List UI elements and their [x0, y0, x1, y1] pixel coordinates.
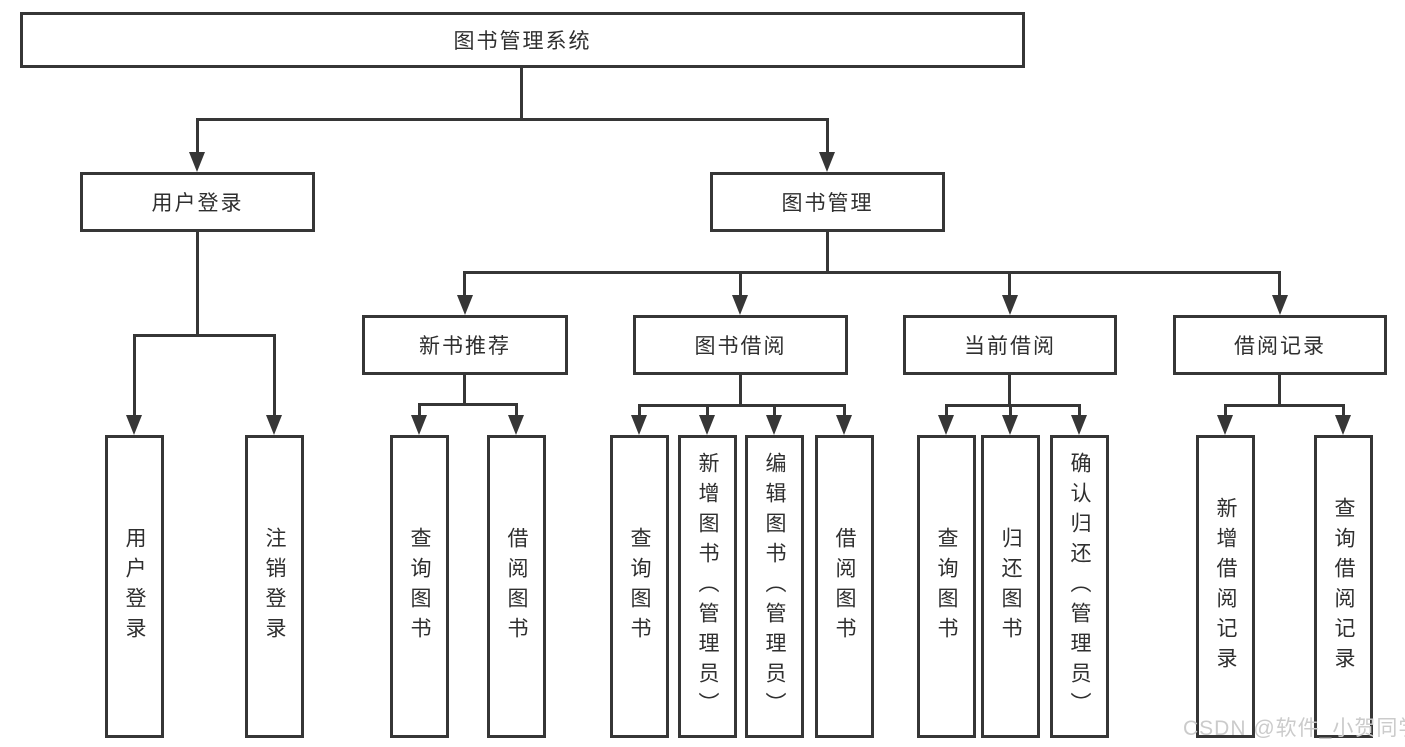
arrow-to-bb-edit: [766, 415, 782, 435]
arrow-to-cb-return: [1002, 415, 1018, 435]
connector-nbr-branch: [418, 403, 518, 406]
connector-to-book-borrow: [739, 271, 742, 297]
arrow-to-bb-borrow: [836, 415, 852, 435]
connector-br-branch: [1224, 404, 1345, 407]
connector-to-bb-edit: [773, 404, 776, 416]
connector-user-login-stem: [196, 232, 199, 336]
arrow-to-new-book-recommend: [457, 295, 473, 315]
leaf-cb-query-book: 查询图书: [917, 435, 976, 738]
connector-root-branch: [196, 118, 829, 121]
leaf-cb-return-book: 归还图书: [981, 435, 1040, 738]
leaf-bb-edit-book-admin: 编辑图书（管理员）: [745, 435, 804, 738]
arrow-to-nbr-query: [411, 415, 427, 435]
csdn-watermark: CSDN @软件_小贺同学: [1183, 717, 1405, 740]
node-current-borrow: 当前借阅: [903, 315, 1117, 375]
arrow-to-borrow-record: [1272, 295, 1288, 315]
arrow-to-cb-confirm: [1071, 415, 1087, 435]
connector-to-bb-query: [638, 404, 641, 416]
connector-user-login-branch: [133, 334, 276, 337]
connector-to-leaf-logout: [273, 334, 276, 416]
arrow-to-cb-query: [938, 415, 954, 435]
leaf-br-query-record: 查询借阅记录: [1314, 435, 1373, 738]
arrow-to-leaf-user-login: [126, 415, 142, 435]
connector-bb-stem: [739, 375, 742, 407]
connector-bb-branch: [638, 404, 846, 407]
connector-to-borrow-record: [1278, 271, 1281, 297]
connector-to-new-book-recommend: [463, 271, 466, 297]
arrow-to-leaf-logout: [266, 415, 282, 435]
connector-to-cb-query: [945, 404, 948, 416]
connector-to-bb-borrow: [843, 404, 846, 416]
node-root: 图书管理系统: [20, 12, 1025, 68]
connector-root-stem: [520, 68, 523, 120]
arrow-to-bb-add: [699, 415, 715, 435]
arrow-to-current-borrow: [1002, 295, 1018, 315]
node-book-borrow: 图书借阅: [633, 315, 848, 375]
arrow-to-book-management: [819, 152, 835, 172]
connector-to-book-management: [826, 118, 829, 154]
connector-book-management-stem: [826, 232, 829, 274]
connector-to-br-query: [1342, 404, 1345, 416]
arrow-to-book-borrow: [732, 295, 748, 315]
connector-nbr-stem: [463, 375, 466, 406]
arrow-to-nbr-borrow: [508, 415, 524, 435]
leaf-nbr-borrow-book: 借阅图书: [487, 435, 546, 738]
arrow-to-user-login: [189, 152, 205, 172]
node-borrow-record: 借阅记录: [1173, 315, 1387, 375]
leaf-cb-confirm-return-admin: 确认归还（管理员）: [1050, 435, 1109, 738]
leaf-nbr-query-book: 查询图书: [390, 435, 449, 738]
connector-br-stem: [1278, 375, 1281, 407]
connector-to-current-borrow: [1008, 271, 1011, 297]
arrow-to-br-query: [1335, 415, 1351, 435]
connector-to-user-login: [196, 118, 199, 154]
connector-cb-branch: [945, 404, 1081, 407]
arrow-to-bb-query: [631, 415, 647, 435]
connector-to-bb-add: [706, 404, 709, 416]
leaf-bb-query-book: 查询图书: [610, 435, 669, 738]
connector-to-nbr-query: [418, 403, 421, 416]
connector-cb-stem: [1008, 375, 1011, 407]
arrow-to-br-add: [1217, 415, 1233, 435]
leaf-br-add-record: 新增借阅记录: [1196, 435, 1255, 738]
connector-to-cb-confirm: [1078, 404, 1081, 416]
node-book-management: 图书管理: [710, 172, 945, 232]
connector-to-nbr-borrow: [515, 403, 518, 416]
connector-book-management-branch: [463, 271, 1281, 274]
leaf-bb-add-book-admin: 新增图书（管理员）: [678, 435, 737, 738]
connector-to-br-add: [1224, 404, 1227, 416]
node-new-book-recommend: 新书推荐: [362, 315, 568, 375]
connector-to-leaf-user-login: [133, 334, 136, 416]
leaf-bb-borrow-book: 借阅图书: [815, 435, 874, 738]
node-user-login: 用户登录: [80, 172, 315, 232]
leaf-user-login: 用户登录: [105, 435, 164, 738]
leaf-logout: 注销登录: [245, 435, 304, 738]
connector-to-cb-return: [1009, 404, 1012, 416]
